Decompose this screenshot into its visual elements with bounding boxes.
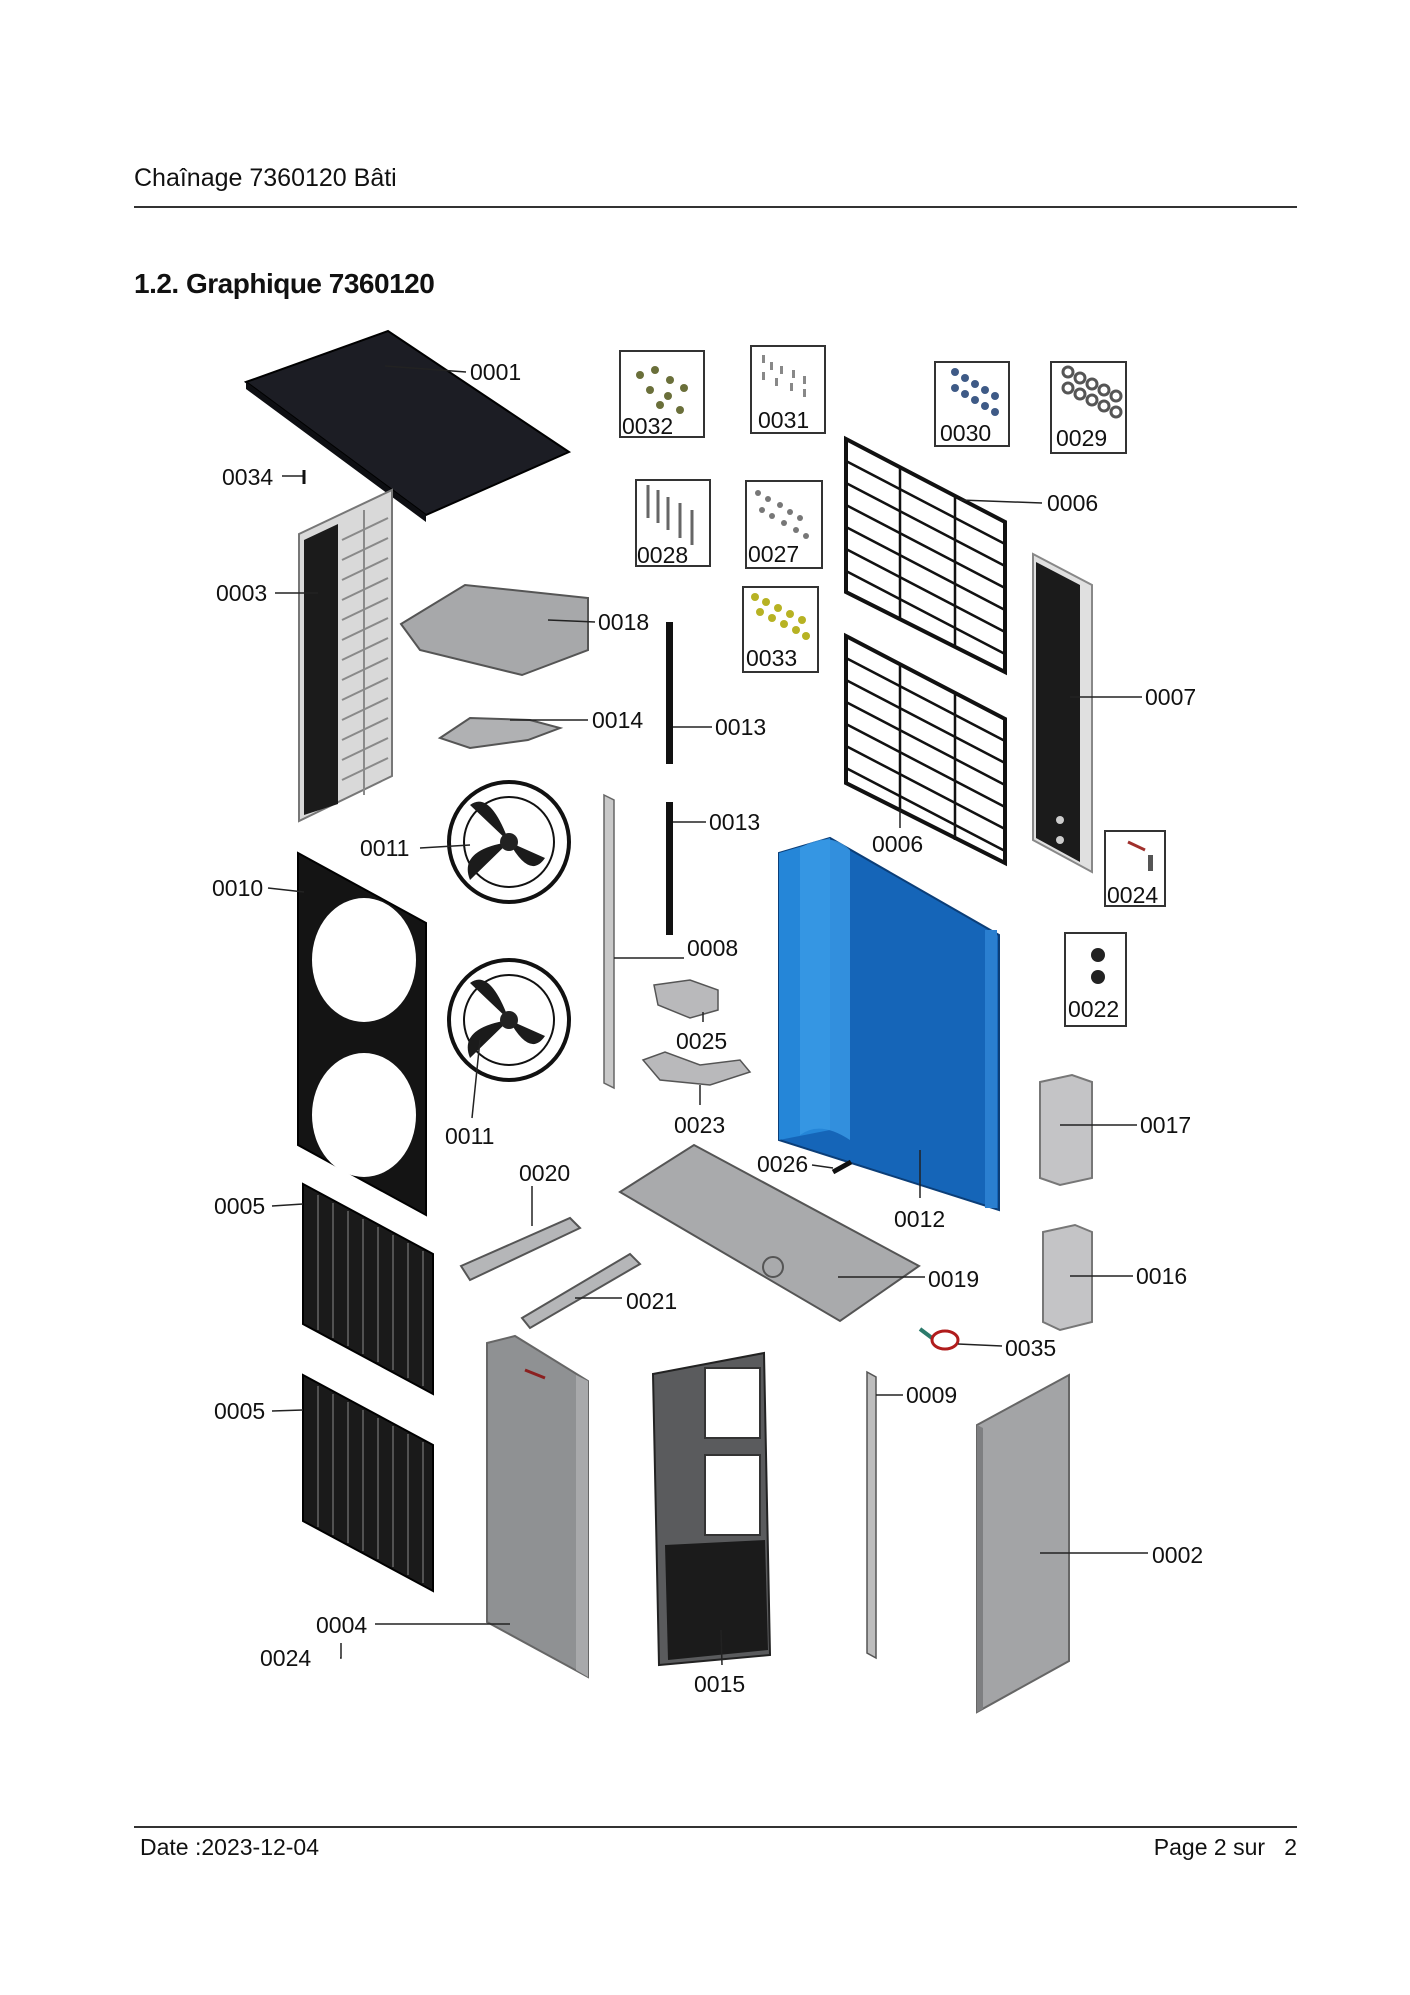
part-0002-rear-panel: 0002 — [976, 1373, 1203, 1714]
callout-0011-upper: 0011 — [360, 835, 409, 861]
callout-0007: 0007 — [1145, 684, 1196, 710]
part-0026-clip: 0026 — [757, 1151, 853, 1177]
callout-0017: 0017 — [1140, 1112, 1191, 1138]
callout-0005-upper: 0005 — [214, 1193, 265, 1219]
callout-0015: 0015 — [694, 1671, 745, 1697]
kit-0033: 0033 — [742, 586, 819, 673]
part-0006-grille-lower: 0006 — [844, 632, 1007, 867]
callout-0030: 0030 — [940, 420, 991, 446]
callout-0032: 0032 — [622, 413, 673, 439]
callout-0023: 0023 — [674, 1112, 725, 1138]
callout-0024-panel: 0024 — [260, 1645, 311, 1671]
kit-0030: 0030 — [934, 361, 1010, 447]
document-header: Chaînage 7360120 Bâti — [134, 164, 397, 192]
callout-0031: 0031 — [758, 407, 809, 433]
header-divider — [134, 206, 1297, 208]
kit-0024: 0024 — [1104, 830, 1166, 908]
callout-0004: 0004 — [316, 1612, 367, 1638]
callout-0014: 0014 — [592, 707, 643, 733]
part-0017-box: 0017 — [1039, 1073, 1191, 1187]
kit-0028: 0028 — [635, 479, 711, 568]
callout-0013-upper: 0013 — [715, 714, 766, 740]
callout-0019: 0019 — [928, 1266, 979, 1292]
part-0035-sensor-cable: 0035 — [918, 1327, 1056, 1361]
callout-0026: 0026 — [757, 1151, 808, 1177]
part-0020-rail: 0020 — [459, 1160, 582, 1282]
callout-0028: 0028 — [637, 542, 688, 568]
callout-0006-upper: 0006 — [1047, 490, 1098, 516]
kit-0029: 0029 — [1050, 361, 1127, 454]
callout-0024-kit: 0024 — [1107, 882, 1158, 908]
callout-0009: 0009 — [906, 1382, 957, 1408]
callout-0021: 0021 — [626, 1288, 677, 1314]
part-0018-plate: 0018 — [399, 583, 649, 677]
callout-0001: 0001 — [470, 359, 521, 385]
kit-0022: 0022 — [1064, 932, 1127, 1027]
callout-0002: 0002 — [1152, 1542, 1203, 1568]
callout-0029: 0029 — [1056, 425, 1107, 451]
kit-0032: 0032 — [619, 350, 705, 439]
callout-0022: 0022 — [1068, 996, 1119, 1022]
part-0003-side-panel: 0003 — [216, 488, 393, 823]
section-title: 1.2. Graphique 7360120 — [134, 268, 435, 299]
callout-0025: 0025 — [676, 1028, 727, 1054]
callout-0034: 0034 — [222, 464, 273, 490]
part-0006-grille-upper: 0006 — [844, 435, 1098, 676]
part-0023-bracket: 0023 — [641, 1051, 752, 1138]
part-0013-seal-strip-upper: 0013 — [666, 622, 766, 764]
part-0015-partition: 0015 — [651, 1351, 772, 1697]
part-0004-front-panel: 0004 0024 — [260, 1334, 589, 1679]
part-0034-screw: 0034 — [222, 464, 306, 490]
kit-0027: 0027 — [745, 480, 823, 569]
footer-date: Date :2023-12-04 — [140, 1834, 320, 1860]
callout-0016: 0016 — [1136, 1263, 1187, 1289]
part-0008-rail: 0008 — [603, 793, 738, 1090]
callout-0020: 0020 — [519, 1160, 570, 1186]
callout-0008: 0008 — [687, 935, 738, 961]
footer-divider — [134, 1826, 1297, 1828]
callout-0018: 0018 — [598, 609, 649, 635]
kit-0031: 0031 — [750, 345, 826, 434]
part-0013-seal-strip-lower: 0013 — [666, 802, 760, 935]
part-0016-box: 0016 — [1042, 1223, 1187, 1332]
part-0011-fan-lower: 0011 — [445, 958, 571, 1149]
footer-page-number: Page 2 sur 2 — [1153, 1834, 1297, 1860]
callout-0010: 0010 — [212, 875, 263, 901]
part-0021-rail: 0021 — [520, 1252, 677, 1330]
part-0009-rail: 0009 — [866, 1370, 957, 1660]
callout-0003: 0003 — [216, 580, 267, 606]
callout-0005-lower: 0005 — [214, 1398, 265, 1424]
callout-0006-lower: 0006 — [872, 831, 923, 857]
part-0019-base-tray: 0019 — [618, 1143, 979, 1323]
callout-0035: 0035 — [1005, 1335, 1056, 1361]
part-0012-coil: 0012 — [778, 836, 1000, 1232]
part-0001-top-cover: 0001 — [243, 329, 572, 522]
callout-0011-lower: 0011 — [445, 1123, 494, 1149]
callout-0013-lower: 0013 — [709, 809, 760, 835]
part-0011-fan-upper: 0011 — [360, 780, 571, 904]
part-0005-grille-lower: 0005 — [214, 1373, 434, 1593]
part-0007-side-panel: 0007 — [1032, 552, 1196, 874]
part-0005-grille-upper: 0005 — [214, 1182, 434, 1396]
part-0014-bracket: 0014 — [437, 707, 643, 750]
part-0010-fan-frame: 0010 — [212, 851, 427, 1217]
callout-0033: 0033 — [746, 645, 797, 671]
callout-0012: 0012 — [894, 1206, 945, 1232]
part-0025-bracket: 0025 — [653, 979, 727, 1054]
callout-0027: 0027 — [748, 541, 799, 567]
